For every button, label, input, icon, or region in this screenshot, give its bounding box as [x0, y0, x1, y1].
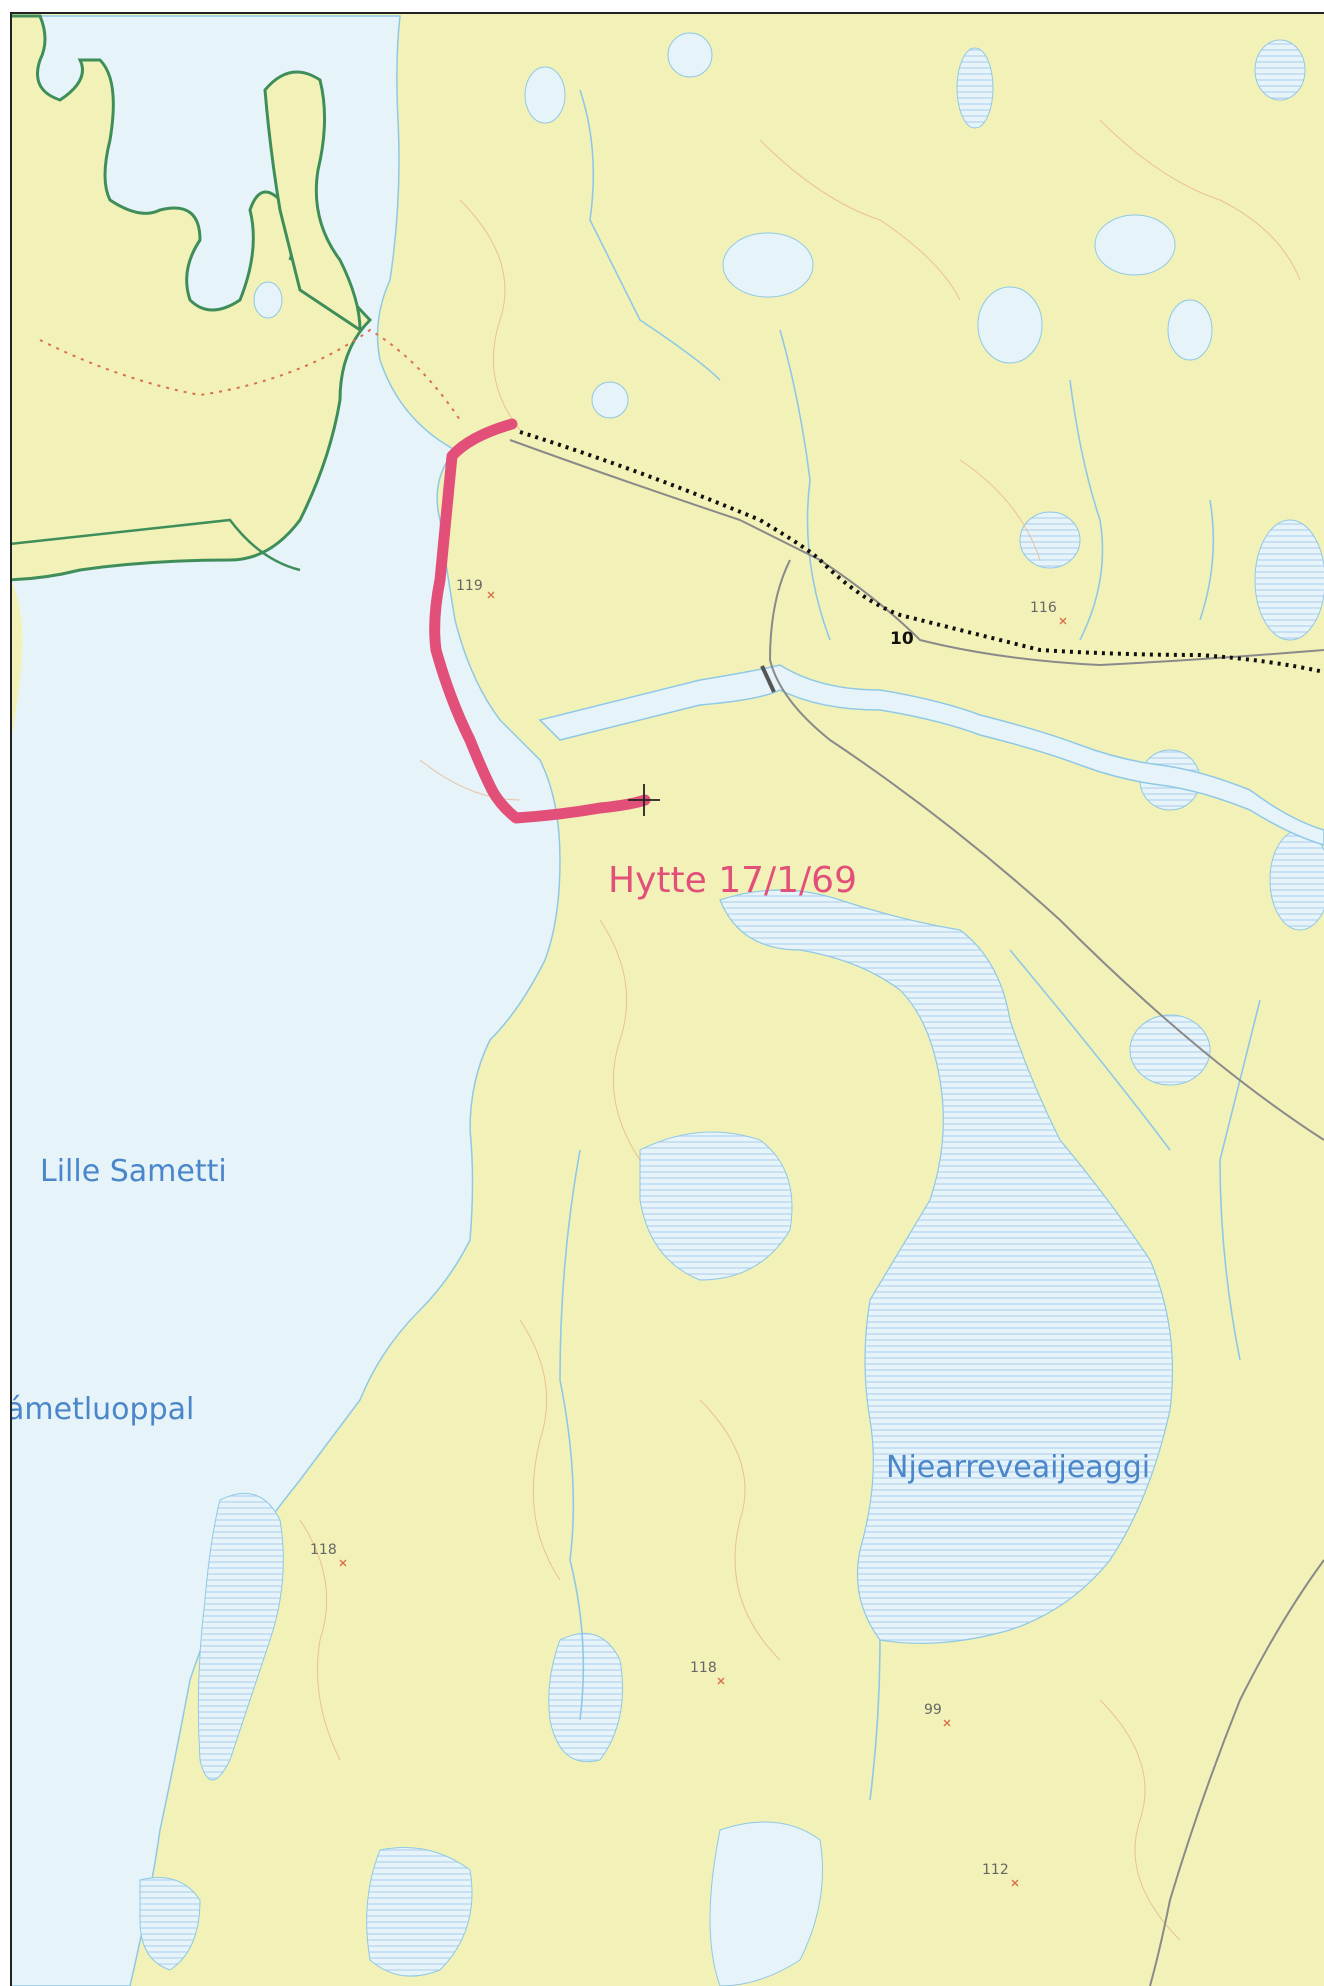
small-lake	[1254, 39, 1306, 101]
small-lake	[1129, 1014, 1211, 1086]
dotted-trail	[39, 328, 461, 421]
elevation-markers	[339, 591, 1067, 1887]
wetland-south	[548, 1632, 623, 1763]
map-frame: 119 116 118 118 99 112 10 Hytte 17/1/69 …	[10, 12, 1324, 1986]
elevation-label-99: 99	[924, 1702, 942, 1718]
small-lake	[1254, 519, 1324, 641]
topographic-map: 119 116 118 118 99 112 10 Hytte 17/1/69 …	[10, 14, 1324, 1986]
border-line	[12, 518, 301, 572]
small-lake	[667, 32, 713, 78]
elevation-label-116: 116	[1030, 600, 1057, 616]
wetland-south	[709, 1821, 823, 1986]
wetland-strip	[197, 1492, 284, 1781]
small-lake	[977, 286, 1043, 364]
streams	[559, 89, 1261, 1801]
small-lake	[524, 66, 566, 124]
small-lake	[1269, 829, 1324, 931]
route-annotation: Hytte 17/1/69	[608, 860, 857, 901]
wetland-njearreveaijeaggi	[719, 889, 1174, 1644]
small-lake	[956, 47, 994, 129]
dotted-track	[519, 430, 1324, 674]
lake-label-ametluoppal: ámetluoppal	[10, 1392, 194, 1427]
elevation-label-118-south: 118	[690, 1660, 717, 1676]
small-lake	[253, 281, 283, 319]
small-lake	[591, 381, 629, 419]
small-lake	[722, 232, 814, 298]
contour-lines	[299, 119, 1301, 1941]
wetland-strip	[639, 1131, 793, 1281]
road-stub	[760, 665, 776, 693]
map-title-strip	[0, 0, 1324, 12]
small-lake	[1167, 299, 1213, 361]
elevation-label-119: 119	[456, 578, 483, 594]
lake-label-njearreveaijeaggi: Njearreveaijeaggi	[886, 1450, 1150, 1485]
north-peninsula	[263, 70, 362, 333]
elevation-label-118-west: 118	[310, 1542, 337, 1558]
route-path	[429, 418, 651, 824]
west-shore	[12, 581, 23, 738]
wetland-south	[139, 1877, 201, 1971]
elevation-label-112: 112	[982, 1862, 1009, 1878]
small-lake	[1094, 214, 1176, 276]
small-lake	[1019, 511, 1081, 569]
wetland-south	[366, 1847, 473, 1977]
road-number-label: 10	[890, 629, 914, 649]
cabin-marker	[628, 784, 660, 816]
roads	[509, 439, 1324, 1986]
lake-label-lille-sametti: Lille Sametti	[40, 1154, 227, 1189]
west-peninsula	[12, 14, 373, 582]
river	[538, 664, 1324, 846]
